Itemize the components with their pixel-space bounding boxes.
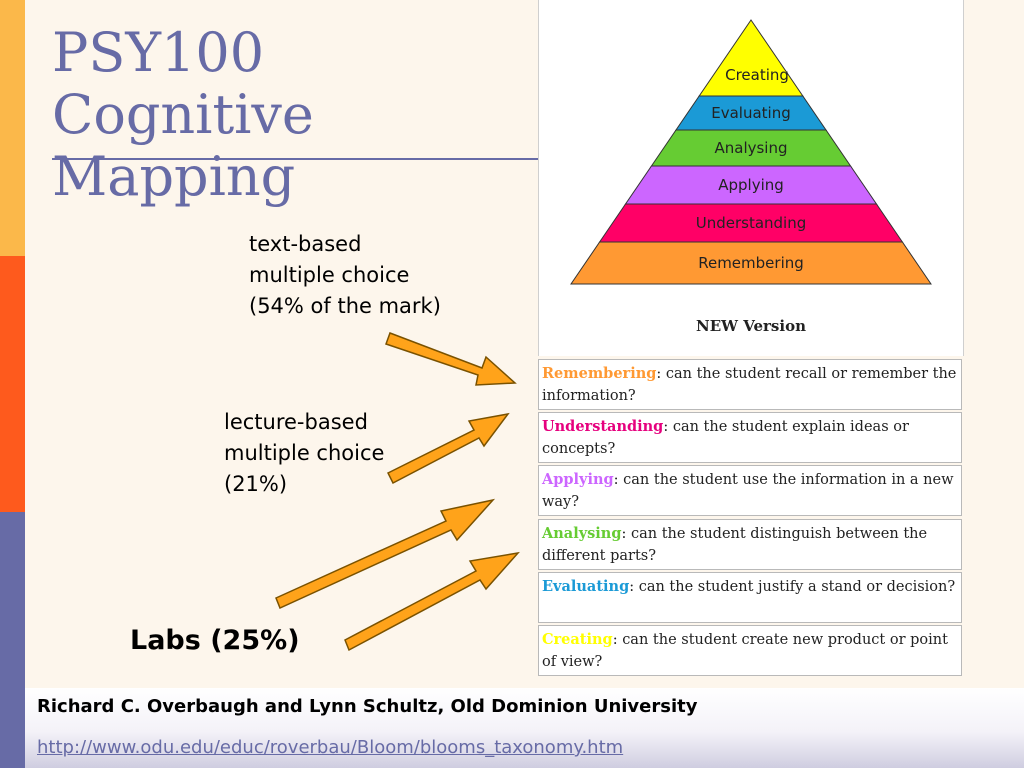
definitions-table: Remembering: can the student recall or r… bbox=[538, 359, 962, 678]
definition-row: Applying: can the student use the inform… bbox=[538, 465, 962, 517]
definition-text: can the student create new product or po… bbox=[542, 631, 948, 670]
label-lecture-based-line: (21%) bbox=[224, 472, 288, 496]
definition-text: can the student recall or remember the i… bbox=[542, 366, 957, 404]
definition-separator: : bbox=[612, 631, 623, 648]
definition-row: Analysing: can the student distinguish b… bbox=[538, 518, 962, 570]
definition-term: Evaluating bbox=[542, 577, 630, 595]
pyramid-caption: NEW Version bbox=[696, 317, 806, 335]
definition-row: Understanding: can the student explain i… bbox=[538, 412, 962, 464]
definition-term: Creating bbox=[542, 630, 613, 648]
definition-separator: : bbox=[629, 578, 639, 595]
definition-text: can the student use the information in a… bbox=[542, 472, 954, 511]
source-link[interactable]: http://www.odu.edu/educ/roverbau/Bloom/b… bbox=[37, 737, 624, 758]
arrow-text-based bbox=[385, 332, 517, 386]
pyramid-layer-label: Analysing bbox=[714, 139, 787, 157]
definition-row: Remembering: can the student recall or r… bbox=[538, 359, 962, 410]
definition-separator: : bbox=[613, 472, 624, 489]
definition-term: Remembering bbox=[542, 365, 657, 382]
definition-text: can the student explain ideas or concept… bbox=[542, 419, 909, 458]
label-text-based-line: text-based bbox=[249, 232, 362, 256]
arrow-lecture-based bbox=[386, 412, 510, 485]
definition-text: can the student justify a stand or decis… bbox=[638, 578, 956, 595]
side-band-purple bbox=[0, 512, 25, 768]
title-line-1: PSY100 Cognitive bbox=[52, 21, 314, 146]
definition-separator: : bbox=[621, 525, 631, 542]
label-labs: Labs (25%) bbox=[130, 625, 300, 656]
credit-text: Richard C. Overbaugh and Lynn Schultz, O… bbox=[37, 696, 698, 717]
label-text-based-line: multiple choice bbox=[249, 263, 410, 287]
pyramid-svg: CreatingEvaluatingAnalysingApplyingUnder… bbox=[570, 19, 932, 335]
definition-term: Applying bbox=[542, 471, 614, 489]
pyramid-layer-label: Applying bbox=[718, 176, 784, 194]
label-text-based: text-based multiple choice (54% of the m… bbox=[249, 229, 441, 322]
definition-separator: : bbox=[663, 419, 673, 436]
pyramid-layer-label: Creating bbox=[725, 66, 789, 84]
definition-term: Analysing bbox=[542, 524, 622, 542]
slide-title: PSY100 Cognitive Mapping bbox=[52, 22, 532, 208]
arrow-labs-applying bbox=[275, 498, 496, 610]
side-band-red bbox=[0, 256, 25, 512]
pyramid-layer bbox=[698, 19, 804, 97]
footer: Richard C. Overbaugh and Lynn Schultz, O… bbox=[25, 688, 1024, 768]
label-lecture-based: lecture-based multiple choice (21%) bbox=[224, 407, 384, 500]
title-line-2: Mapping bbox=[52, 145, 296, 208]
side-band-orange bbox=[0, 0, 25, 256]
title-underline bbox=[52, 158, 542, 160]
definition-separator: : bbox=[656, 366, 666, 382]
pyramid-layer-label: Understanding bbox=[696, 214, 807, 232]
definition-text: can the student distinguish between the … bbox=[542, 525, 928, 564]
definition-row: Creating: can the student create new pro… bbox=[538, 624, 962, 676]
arrow-labs-analysing bbox=[344, 551, 520, 652]
pyramid-layer-label: Evaluating bbox=[711, 104, 791, 122]
label-lecture-based-line: lecture-based bbox=[224, 410, 368, 434]
label-lecture-based-line: multiple choice bbox=[224, 441, 385, 465]
pyramid-layer-label: Remembering bbox=[698, 254, 804, 272]
definition-row: Evaluating: can the student justify a st… bbox=[538, 571, 962, 623]
definition-term: Understanding bbox=[542, 418, 664, 436]
label-text-based-line: (54% of the mark) bbox=[249, 294, 441, 318]
pyramid-layer bbox=[570, 241, 932, 285]
